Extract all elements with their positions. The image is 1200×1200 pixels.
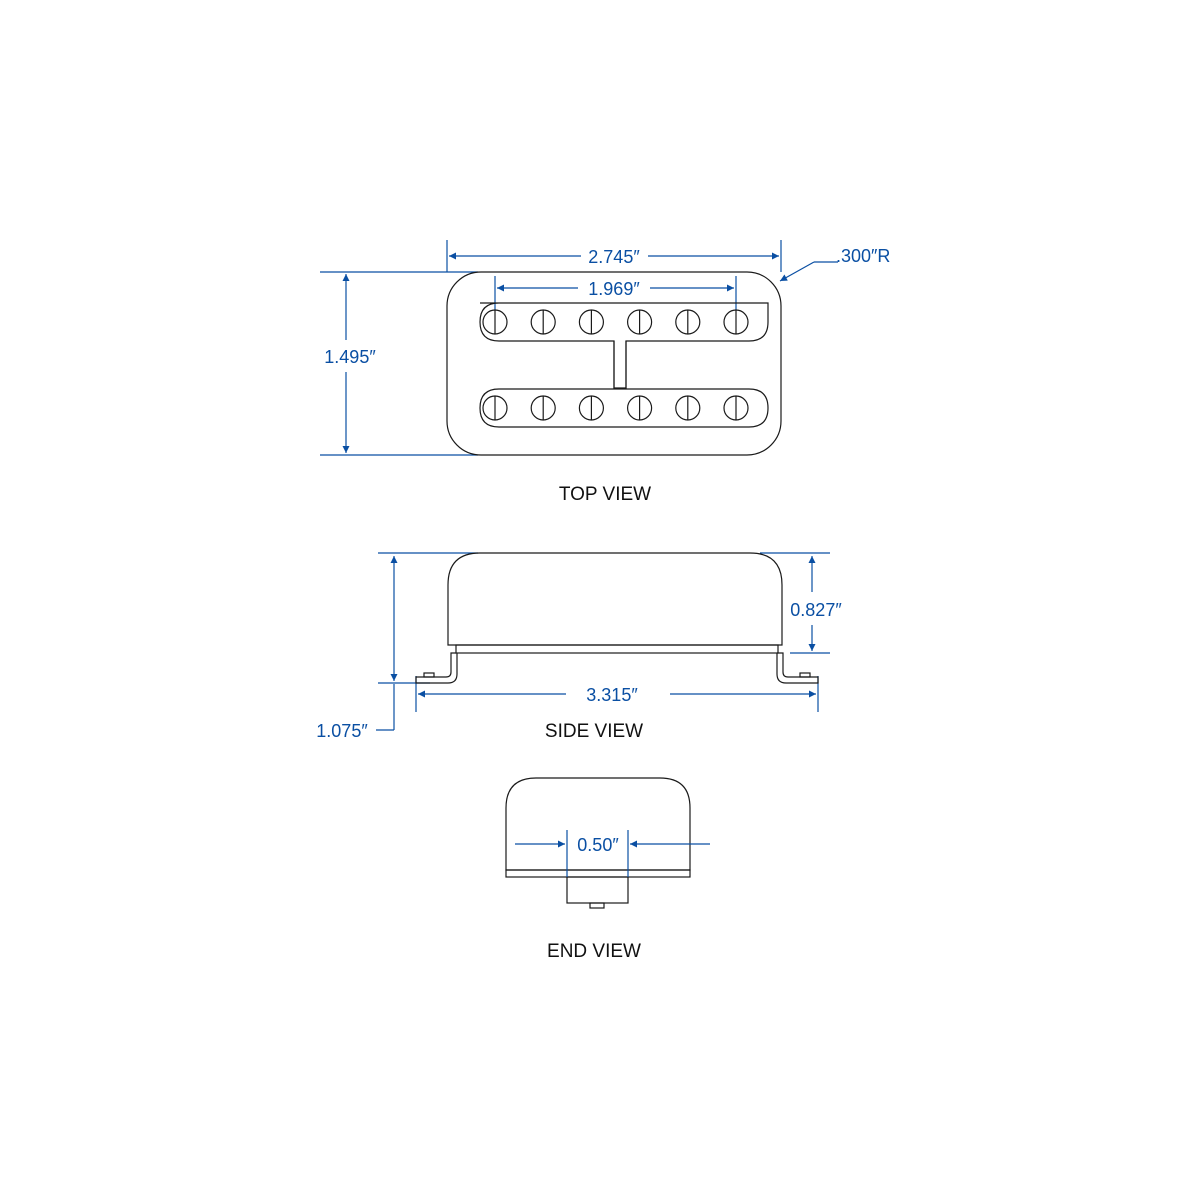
side-baseplate bbox=[455, 644, 779, 654]
end-mount-leg bbox=[566, 876, 629, 904]
side-overall-height-label: 1.075″ bbox=[316, 721, 368, 741]
radius-leader-arrow bbox=[779, 261, 815, 282]
side-cover-outline bbox=[447, 552, 783, 646]
pole-pieces bbox=[482, 309, 749, 421]
pole-spacing-label: 1.969″ bbox=[588, 279, 640, 299]
overall-width-label: 2.745″ bbox=[588, 247, 640, 267]
lower-pole-slot bbox=[479, 388, 769, 428]
end-cover-outline bbox=[505, 777, 691, 871]
end-baseplate bbox=[505, 869, 691, 878]
upper-pole-slot bbox=[479, 302, 769, 389]
side-mount-tab-right bbox=[776, 652, 819, 684]
top-view-title: TOP VIEW bbox=[559, 484, 651, 505]
end-view: 0.50″ END VIEW bbox=[505, 777, 710, 962]
side-view-title: SIDE VIEW bbox=[545, 721, 643, 742]
overall-height-label: 1.495″ bbox=[324, 347, 376, 367]
cover-height-label: 0.827″ bbox=[790, 600, 842, 620]
end-screw bbox=[589, 902, 605, 909]
top-cover-outline bbox=[446, 271, 782, 456]
mount-length-label: 3.315″ bbox=[586, 685, 638, 705]
side-view: 0.827″ 3.315″ 1.075″ SIDE VIEW bbox=[316, 552, 842, 742]
side-screw-right bbox=[799, 672, 811, 678]
top-view: 2.745″ 1.969″ .300″R 1.495″ TOP VIEW bbox=[320, 240, 890, 505]
side-screw-left bbox=[423, 672, 435, 678]
side-mount-tab-left bbox=[415, 652, 458, 684]
corner-radius-label: .300″R bbox=[836, 246, 890, 266]
end-view-title: END VIEW bbox=[547, 941, 641, 962]
leg-width-label: 0.50″ bbox=[577, 835, 619, 855]
